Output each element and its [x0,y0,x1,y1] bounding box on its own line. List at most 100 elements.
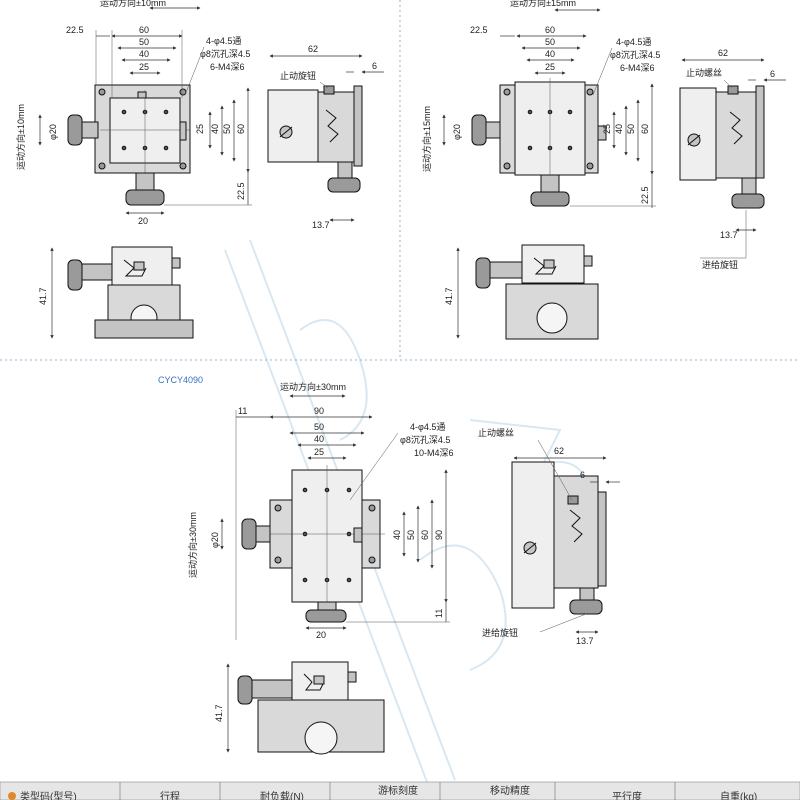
svg-text:40: 40 [210,124,220,134]
svg-text:4-φ4.5通: 4-φ4.5通 [206,36,241,46]
svg-text:11: 11 [434,609,444,618]
svg-text:50: 50 [626,124,636,134]
header-vernier: 游标刻度 [378,784,418,797]
svg-text:25: 25 [602,124,612,134]
travel-label: 运动方向±30mm [280,381,346,392]
svg-text:60: 60 [545,25,555,35]
feed-knob-label: 进给旋钮 [482,627,518,638]
front-view: 41.7 [214,661,385,755]
knob-icon [125,189,165,206]
svg-text:60: 60 [420,530,430,540]
side-shaft [79,121,99,139]
knob-icon [305,609,347,623]
svg-text:φ8沉孔深4.5: φ8沉孔深4.5 [610,50,660,60]
svg-text:6-M4深6: 6-M4深6 [620,63,655,73]
front-shaft [135,172,155,192]
svg-text:40: 40 [545,49,555,59]
svg-text:41.7: 41.7 [38,287,48,305]
feed-knob-label: 进给旋钮 [702,259,738,270]
svg-text:40: 40 [392,530,402,540]
top-view [471,78,607,207]
svg-text:φ20: φ20 [210,532,220,548]
svg-text:φ8沉孔深4.5: φ8沉孔深4.5 [200,49,250,59]
svg-text:20: 20 [138,216,148,226]
side-view: 62 6 止动旋钮 13.7 [267,44,384,230]
svg-text:22.5: 22.5 [640,186,650,204]
svg-text:11: 11 [238,406,247,416]
svg-text:50: 50 [314,422,324,432]
travel-label-vertical: 运动方向±10mm [15,104,26,170]
top-view [67,84,191,206]
front-view: 41.7 [38,246,194,339]
svg-text:22.5: 22.5 [66,25,84,35]
svg-text:6: 6 [580,470,585,480]
header-model: 类型码(型号) [20,790,77,800]
stop-knob-icon [137,91,147,99]
svg-text:22.5: 22.5 [470,25,488,35]
svg-text:6: 6 [372,61,377,71]
header-parallelism: 平行度 [612,790,642,800]
panel-top-right: 运动方向±15mm 60 50 40 25 22.5 4-φ4.5通 φ8沉孔深… [421,0,786,340]
svg-text:50: 50 [222,124,232,134]
travel-label-vertical: 运动方向±30mm [187,512,198,578]
svg-text:13.7: 13.7 [312,220,330,230]
bullet-icon [8,792,16,800]
svg-text:50: 50 [406,530,416,540]
svg-text:25: 25 [314,447,324,457]
panel-top-left: 运动方向±10mm 60 50 40 25 22.5 4-φ4.5通 φ8沉孔深… [15,0,384,339]
knob-icon [471,114,487,146]
top-view [241,465,385,623]
svg-text:25: 25 [195,124,205,134]
svg-text:62: 62 [718,48,728,58]
svg-text:60: 60 [236,124,246,134]
dimensions: 运动方向±15mm 60 50 40 25 22.5 4-φ4.5通 φ8沉孔深… [421,0,660,208]
svg-text:φ8沉孔深4.5: φ8沉孔深4.5 [400,435,450,445]
svg-text:φ20: φ20 [452,124,462,140]
spec-table-header: 类型码(型号) 行程 耐负载(N) 游标刻度 移动精度 平行度 自重(kg) [0,781,800,800]
svg-text:50: 50 [545,37,555,47]
svg-text:13.7: 13.7 [576,636,594,646]
svg-text:φ20: φ20 [48,124,58,140]
svg-text:90: 90 [314,406,324,416]
svg-text:41.7: 41.7 [444,287,454,305]
side-block [267,89,319,163]
svg-text:13.7: 13.7 [720,230,738,240]
svg-text:25: 25 [545,62,555,72]
side-view: 止动螺丝 62 6 进给旋钮 13.7 [478,427,620,646]
svg-text:41.7: 41.7 [214,704,224,722]
travel-label: 运动方向±15mm [510,0,576,8]
svg-text:40: 40 [139,49,149,59]
stop-screw-label: 止动螺丝 [478,427,514,438]
svg-text:90: 90 [434,530,444,540]
svg-text:40: 40 [314,434,324,444]
stop-knob-label: 止动旋钮 [280,70,316,81]
svg-text:4-φ4.5通: 4-φ4.5通 [410,422,445,432]
travel-label: 运动方向±10mm [100,0,166,8]
svg-text:4-φ4.5通: 4-φ4.5通 [616,37,651,47]
header-stroke: 行程 [160,790,180,800]
svg-text:62: 62 [554,446,564,456]
header-weight: 自重(kg) [720,790,757,800]
panel-bottom: CYCY4090 运动方向±30mm [158,375,620,755]
side-view: 62 6 止动螺丝 13.7 进给旋钮 [679,48,786,270]
model-label: CYCY4090 [158,375,203,385]
header-load: 耐负载(N) [260,790,304,800]
svg-text:6-M4深6: 6-M4深6 [210,62,245,72]
svg-text:20: 20 [316,630,326,640]
travel-label-vertical: 运动方向±15mm [421,106,432,172]
svg-text:60: 60 [640,124,650,134]
knob-icon [67,114,83,146]
front-view: 41.7 [444,244,599,340]
svg-text:25: 25 [139,62,149,72]
svg-text:6: 6 [770,69,775,79]
svg-text:10-M4深6: 10-M4深6 [414,448,454,458]
knob-icon [241,518,257,550]
svg-text:62: 62 [308,44,318,54]
dimensions: 运动方向±30mm 90 50 40 25 11 4-φ4.5通 φ8沉孔深4.… [187,381,454,640]
dimensions: 运动方向±10mm 60 50 40 25 22.5 4-φ4.5通 φ8沉孔深… [15,0,252,226]
header-accuracy: 移动精度 [490,784,530,797]
svg-text:22.5: 22.5 [236,182,246,200]
svg-text:60: 60 [139,25,149,35]
knob-icon [530,191,570,207]
